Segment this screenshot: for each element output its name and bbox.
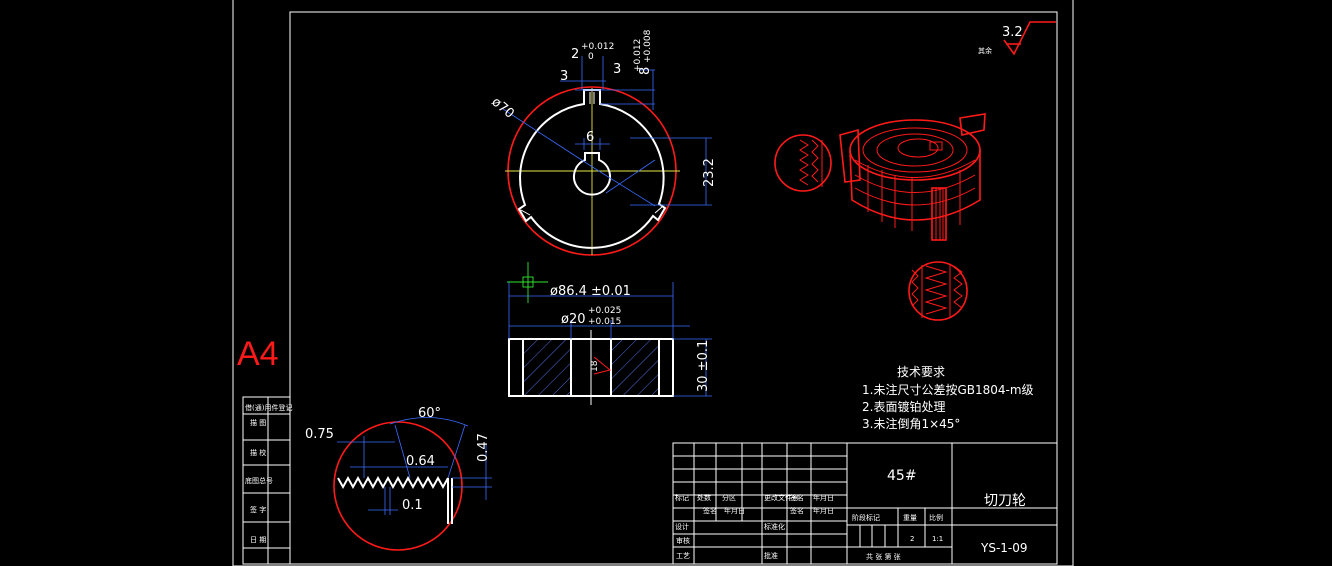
- dim-depth-tol-lower: +0.008: [643, 29, 653, 63]
- dim-keyway-tol-lower: 0: [588, 52, 594, 62]
- roughness-label: 其余: [978, 46, 992, 55]
- sheet-size-label: A4: [237, 335, 279, 373]
- stage-header: 阶段标记: [852, 513, 880, 522]
- detail-circle-left: [774, 134, 832, 192]
- dim-bore-tol-upper: +0.025: [588, 306, 621, 316]
- rev-header: 签名: [790, 493, 804, 502]
- dim-depth: 8: [638, 67, 653, 75]
- role-cell: 批准: [764, 551, 778, 560]
- rev-header: 标记: [675, 493, 689, 502]
- tech-requirements: 技术要求 1.未注尺寸公差按GB1804-m级 2.表面镀铂处理 3.未注倒角1…: [862, 365, 1034, 431]
- dim-keyway-tol-upper: +0.012: [581, 42, 614, 52]
- dim-center-mark: 18: [590, 360, 600, 372]
- title-part-name: 切刀轮: [984, 493, 1026, 509]
- side-strip-item: 描 校: [250, 448, 266, 457]
- dim-hub: 6: [586, 130, 594, 145]
- side-strip-item: 借(通)用件登记: [245, 403, 292, 412]
- tech-req-item: 3.未注倒角1×45°: [862, 416, 960, 431]
- tech-req-title: 技术要求: [897, 365, 945, 379]
- side-strip-item: 签 字: [250, 505, 266, 514]
- rev-header: 年月日: [813, 493, 834, 502]
- sheet-info: 共 张 第 张: [866, 552, 901, 561]
- stage-header: 比例: [929, 513, 943, 522]
- sign-row-cell: 年月日: [813, 506, 834, 515]
- rev-header: 分区: [722, 493, 736, 502]
- dim-tooth-pitch: 0.75: [305, 427, 334, 442]
- dim-outer-diameter: ø70: [488, 95, 516, 122]
- side-strip-item: 底图总号: [245, 476, 273, 485]
- side-strip-item: 描 图: [250, 418, 266, 427]
- stage-header: 重量: [903, 514, 917, 522]
- side-strip: 借(通)用件登记 描 图 描 校 底图总号 签 字 日 期: [242, 396, 292, 565]
- rev-header: 处数: [697, 493, 711, 502]
- roughness-value: 3.2: [1002, 25, 1023, 40]
- role-cell: 工艺: [676, 552, 690, 560]
- title-block: 45# 切刀轮 YS-1-09 2 1:1 标记 处数 分区 更改文件号 签名 …: [672, 442, 1058, 565]
- section-view: ø86.4 ±0.01 ø20 +0.025 +0.015 30 ±0.1 18: [507, 262, 712, 405]
- top-view: ø70 2 +0.012 0 3 3 8 +0.012 +0.008 6 23.…: [488, 29, 717, 256]
- title-material: 45#: [887, 468, 917, 484]
- sign-row-cell: 签名: [703, 506, 717, 515]
- dim-tooth-height: 0.47: [476, 433, 491, 462]
- dim-slot-right: 3: [613, 62, 621, 77]
- isometric-view: [839, 113, 986, 241]
- tooth-detail: 0.75 60° 0.64 0.47 0.1: [305, 406, 492, 551]
- sign-row-cell: 年月日: [724, 506, 745, 515]
- sheet-outer-border: [232, 0, 1074, 566]
- dim-height: 23.2: [702, 158, 717, 187]
- dim-tooth-width: 0.64: [406, 454, 435, 469]
- title-drawing-no: YS-1-09: [980, 541, 1028, 555]
- dim-tooth-angle: 60°: [418, 406, 441, 421]
- dim-root-radius: 0.1: [402, 498, 423, 513]
- tech-req-item: 1.未注尺寸公差按GB1804-m级: [862, 382, 1034, 397]
- rev-header: 更改文件号: [764, 493, 799, 502]
- dim-section-bore: ø20: [561, 312, 586, 327]
- dim-depth-tol-upper: +0.012: [633, 39, 643, 72]
- roughness-symbol: 3.2 其余: [978, 21, 1056, 56]
- dim-keyway-width: 2: [571, 47, 579, 62]
- dim-thickness: 30 ±0.1: [696, 340, 711, 392]
- dim-slot-left: 3: [560, 69, 568, 84]
- dim-bore-tol-lower: +0.015: [588, 317, 621, 327]
- detail-circle-right: [908, 261, 968, 321]
- side-strip-item: 日 期: [250, 536, 266, 544]
- sign-row-cell: 设计: [675, 522, 689, 531]
- title-quantity: 2: [910, 535, 914, 543]
- dim-section-outer-diameter: ø86.4 ±0.01: [550, 284, 631, 299]
- tech-req-item: 2.表面镀铂处理: [862, 399, 945, 414]
- role-cell: 审核: [676, 536, 690, 545]
- sign-row-cell: 标准化: [764, 522, 785, 531]
- sign-row-cell: 签名: [790, 506, 804, 515]
- title-scale: 1:1: [932, 535, 943, 543]
